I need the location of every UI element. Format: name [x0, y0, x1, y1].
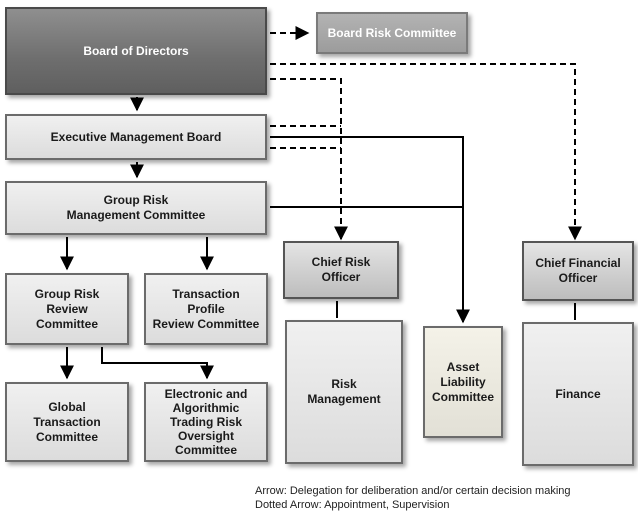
asset-liability-committee-box: Asset Liability Committee — [423, 326, 503, 438]
etc-label-line-1: Electronic and — [164, 387, 248, 401]
legend-arrow-text: Arrow: Delegation for deliberation and/o… — [255, 485, 571, 497]
board-risk-committee-box: Board Risk Committee — [316, 12, 468, 54]
grrc-label-line-2: Committee — [35, 316, 98, 331]
executive-management-board-box: Executive Management Board — [5, 114, 267, 160]
alco-label-line-3: Committee — [431, 389, 494, 404]
chief-financial-officer-box: Chief Financial Officer — [522, 241, 634, 301]
finance-box: Finance — [522, 322, 634, 466]
tprc-label-line-2: Review Committee — [152, 316, 260, 331]
gtc-label-line-2: Committee — [35, 429, 98, 444]
gtc-label-line-1: Global Transaction — [33, 399, 101, 429]
dotted-board-to-cro — [270, 78, 348, 241]
etc-label-line-4: Oversight — [177, 429, 234, 443]
etc-label-line-3: Trading Risk — [169, 415, 243, 429]
etc-label-line-2: Algorithmic — [172, 401, 240, 415]
cfo-label-line-2: Officer — [558, 271, 598, 285]
etc-label-line-5: Committee — [174, 443, 237, 457]
legend-dotted-arrow-text: Dotted Arrow: Appointment, Supervision — [255, 499, 450, 511]
chief-risk-officer-label: Chief Risk Officer — [311, 255, 371, 284]
board-of-directors-box: Board of Directors — [5, 7, 267, 95]
cfo-label-line-1: Chief Financial — [535, 256, 621, 270]
legend: Arrow: Delegation for deliberation and/o… — [255, 484, 571, 512]
group-risk-management-committee-box: Group Risk Management Committee — [5, 181, 267, 235]
grrc-label-line-1: Group Risk Review — [34, 286, 100, 316]
grmc-label-line-1: Group Risk — [103, 193, 169, 207]
risk-management-box: Risk Management — [285, 320, 403, 464]
transaction-profile-review-committee-box: Transaction Profile Review Committee — [144, 273, 268, 345]
electronic-trading-risk-committee-box: Electronic and Algorithmic Trading Risk … — [144, 382, 268, 462]
arrow-grrc-to-electronic — [101, 347, 214, 380]
dotted-board-to-cfo — [270, 63, 582, 241]
group-risk-review-committee-box: Group Risk Review Committee — [5, 273, 129, 345]
board-of-directors-label: Board of Directors — [83, 43, 189, 58]
risk-management-label-line-2: Management — [307, 392, 381, 406]
board-risk-committee-label: Board Risk Committee — [327, 25, 457, 40]
tprc-label-line-1: Transaction Profile — [172, 286, 240, 316]
alco-label-line-1: Asset — [446, 359, 480, 374]
risk-management-label-line-1: Risk — [331, 377, 357, 391]
finance-label: Finance — [555, 386, 601, 401]
executive-management-board-label: Executive Management Board — [50, 129, 222, 144]
alco-label-line-2: Liability — [440, 374, 486, 389]
grmc-label-line-2: Management Committee — [66, 208, 206, 222]
global-transaction-committee-box: Global Transaction Committee — [5, 382, 129, 462]
chief-risk-officer-box: Chief Risk Officer — [283, 241, 399, 299]
